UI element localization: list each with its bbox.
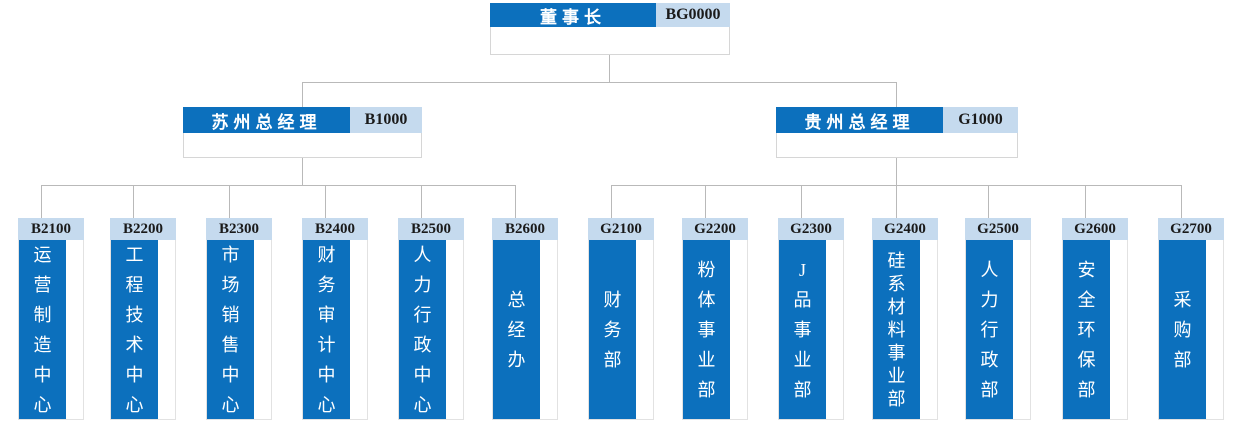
dept-code: G2500	[965, 218, 1031, 240]
connector-suzhou-drop	[302, 158, 303, 185]
dept-body: 采购部	[1158, 240, 1224, 420]
node-title: 苏州总经理	[183, 107, 350, 133]
node-title: 董事长	[490, 3, 656, 27]
dept-name: 市场销售中心	[207, 240, 254, 419]
connector-dept-drop	[705, 185, 706, 218]
dept-code: G2300	[778, 218, 844, 240]
node-guizhou-gm[interactable]: 贵州总经理 G1000	[776, 107, 1018, 158]
node-dept-g2500[interactable]: G2500 人力行政部	[965, 218, 1031, 420]
connector-root-drop	[609, 55, 610, 82]
node-dept-b2500[interactable]: B2500 人力行政中心	[398, 218, 464, 420]
dept-name: 硅系材料事业部	[873, 240, 920, 419]
node-body	[776, 133, 1018, 158]
dept-code: B2400	[302, 218, 368, 240]
dept-body: 安全环保部	[1062, 240, 1128, 420]
connector-to-guizhou	[896, 82, 897, 107]
connector-dept-drop	[421, 185, 422, 218]
dept-name: 工程技术中心	[111, 240, 158, 419]
dept-body: 人力行政中心	[398, 240, 464, 420]
node-title: 贵州总经理	[776, 107, 943, 133]
node-suzhou-gm[interactable]: 苏州总经理 B1000	[183, 107, 422, 158]
connector-dept-drop	[611, 185, 612, 218]
dept-name: 总经办	[493, 240, 540, 419]
dept-body: 粉体事业部	[682, 240, 748, 420]
connector-dept-drop	[896, 185, 897, 218]
dept-body: 运营制造中心	[18, 240, 84, 420]
node-header: 董事长 BG0000	[490, 3, 730, 27]
dept-body: 财务审计中心	[302, 240, 368, 420]
node-body	[490, 27, 730, 55]
connector-guizhou-drop	[896, 158, 897, 185]
dept-body: 总经办	[492, 240, 558, 420]
dept-body: 工程技术中心	[110, 240, 176, 420]
dept-code: B2600	[492, 218, 558, 240]
connector-dept-drop	[988, 185, 989, 218]
dept-body: 市场销售中心	[206, 240, 272, 420]
dept-code: G2400	[872, 218, 938, 240]
dept-code: B2200	[110, 218, 176, 240]
connector-suzhou-bus	[41, 185, 515, 186]
dept-code: B2500	[398, 218, 464, 240]
node-dept-b2600[interactable]: B2600 总经办	[492, 218, 558, 420]
connector-dept-drop	[801, 185, 802, 218]
dept-code: G2100	[588, 218, 654, 240]
node-dept-b2300[interactable]: B2300 市场销售中心	[206, 218, 272, 420]
dept-name: 人力行政部	[966, 240, 1013, 419]
dept-code: B2100	[18, 218, 84, 240]
dept-name: 财务审计中心	[303, 240, 350, 419]
node-dept-b2100[interactable]: B2100 运营制造中心	[18, 218, 84, 420]
node-header: 苏州总经理 B1000	[183, 107, 422, 133]
dept-name: 采购部	[1159, 240, 1206, 419]
connector-to-suzhou	[302, 82, 303, 107]
connector-dept-drop	[1181, 185, 1182, 218]
node-code: B1000	[350, 107, 422, 133]
dept-code: G2200	[682, 218, 748, 240]
node-dept-g2400[interactable]: G2400 硅系材料事业部	[872, 218, 938, 420]
connector-dept-drop	[229, 185, 230, 218]
node-body	[183, 133, 422, 158]
dept-body: 财务部	[588, 240, 654, 420]
connector-dept-drop	[133, 185, 134, 218]
connector-dept-drop	[325, 185, 326, 218]
connector-level2-bus	[302, 82, 897, 83]
dept-name: 运营制造中心	[19, 240, 66, 419]
node-dept-g2100[interactable]: G2100 财务部	[588, 218, 654, 420]
connector-dept-drop	[1085, 185, 1086, 218]
dept-body: 硅系材料事业部	[872, 240, 938, 420]
node-dept-g2600[interactable]: G2600 安全环保部	[1062, 218, 1128, 420]
node-dept-b2200[interactable]: B2200 工程技术中心	[110, 218, 176, 420]
connector-dept-drop	[515, 185, 516, 218]
dept-code: G2600	[1062, 218, 1128, 240]
dept-body: 人力行政部	[965, 240, 1031, 420]
dept-name: 人力行政中心	[399, 240, 446, 419]
node-code: BG0000	[656, 3, 730, 27]
node-chairman[interactable]: 董事长 BG0000	[490, 3, 730, 55]
node-code: G1000	[943, 107, 1018, 133]
dept-code: B2300	[206, 218, 272, 240]
dept-code: G2700	[1158, 218, 1224, 240]
dept-name: 财务部	[589, 240, 636, 419]
dept-name: 粉体事业部	[683, 240, 730, 419]
dept-name: 安全环保部	[1063, 240, 1110, 419]
node-dept-g2200[interactable]: G2200 粉体事业部	[682, 218, 748, 420]
node-header: 贵州总经理 G1000	[776, 107, 1018, 133]
node-dept-b2400[interactable]: B2400 财务审计中心	[302, 218, 368, 420]
connector-dept-drop	[41, 185, 42, 218]
node-dept-g2700[interactable]: G2700 采购部	[1158, 218, 1224, 420]
